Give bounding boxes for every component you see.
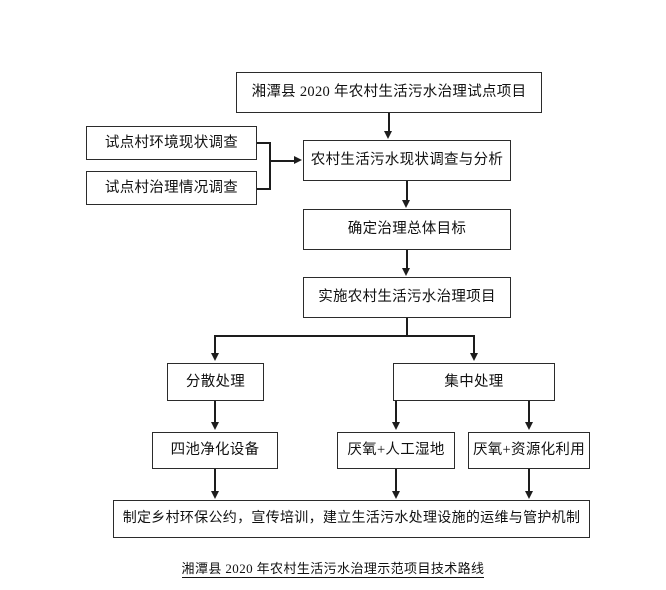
node-four-pond-purification-label: 四池净化设备 [170, 442, 260, 459]
edge-treatment-survey-out [257, 188, 271, 190]
node-anaerobic-wetland: 厌氧+人工湿地 [337, 432, 455, 469]
arrowhead-goal-to-implement [402, 268, 410, 276]
node-pilot-project: 湘潭县 2020 年农村生活污水治理试点项目 [236, 72, 542, 113]
node-village-treatment-survey-label: 试点村治理情况调查 [104, 179, 239, 196]
node-village-environment-survey: 试点村环境现状调查 [86, 126, 257, 160]
arrowhead-survey-to-goal [402, 200, 410, 208]
edge-wetland-to-outcome [395, 469, 397, 491]
node-maintenance-mechanism-label: 制定乡村环保公约，宣传培训，建立生活污水处理设施的运维与管护机制 [122, 511, 581, 527]
node-implement-project: 实施农村生活污水治理项目 [303, 277, 511, 318]
node-anaerobic-resource-utilization: 厌氧+资源化利用 [468, 432, 590, 469]
node-implement-project-label: 实施农村生活污水治理项目 [318, 289, 496, 306]
edge-split-bus [214, 335, 474, 337]
edge-split-right-drop [473, 335, 475, 354]
arrowhead-resource-to-outcome [525, 491, 533, 499]
edge-survey-to-goal [406, 181, 408, 200]
node-sewage-survey-analysis: 农村生活污水现状调查与分析 [303, 140, 511, 181]
edge-left-inputs-bus [269, 142, 271, 189]
arrowhead-pilot-to-survey [384, 131, 392, 139]
arrowhead-wetland-to-outcome [392, 491, 400, 499]
node-decentralized-treatment-label: 分散处理 [185, 373, 246, 390]
edge-env-survey-out [257, 142, 271, 144]
edge-centralized-to-wetland [395, 401, 397, 422]
edge-resource-to-outcome [528, 469, 530, 491]
node-sewage-survey-analysis-label: 农村生活污水现状调查与分析 [310, 152, 504, 169]
node-anaerobic-resource-utilization-label: 厌氧+资源化利用 [472, 442, 586, 459]
arrowhead-split-to-centralized [470, 353, 478, 361]
node-four-pond-purification: 四池净化设备 [152, 432, 278, 469]
node-centralized-treatment: 集中处理 [393, 363, 555, 401]
arrowhead-fourpond-to-outcome [211, 491, 219, 499]
node-pilot-project-label: 湘潭县 2020 年农村生活污水治理试点项目 [251, 84, 527, 101]
arrowhead-decentralized-to-fourpond [211, 422, 219, 430]
arrowhead-split-to-decentralized [211, 353, 219, 361]
node-maintenance-mechanism: 制定乡村环保公约，宣传培训，建立生活污水处理设施的运维与管护机制 [113, 500, 590, 538]
edge-bus-to-survey [269, 160, 296, 162]
edge-decentralized-to-fourpond [214, 401, 216, 422]
arrowhead-centralized-to-resource [525, 422, 533, 430]
edge-implement-to-split [406, 318, 408, 336]
node-centralized-treatment-label: 集中处理 [444, 373, 504, 390]
arrowhead-bus-to-survey [294, 156, 302, 164]
node-decentralized-treatment: 分散处理 [167, 363, 264, 401]
arrowhead-centralized-to-wetland [392, 422, 400, 430]
edge-goal-to-implement [406, 250, 408, 268]
node-overall-goal: 确定治理总体目标 [303, 209, 511, 250]
diagram-caption-text: 湘潭县 2020 年农村生活污水治理示范项目技术路线 [181, 561, 485, 578]
node-anaerobic-wetland-label: 厌氧+人工湿地 [347, 442, 445, 459]
node-village-environment-survey-label: 试点村环境现状调查 [104, 134, 239, 151]
diagram-caption: 湘潭县 2020 年农村生活污水治理示范项目技术路线 [0, 558, 666, 578]
node-overall-goal-label: 确定治理总体目标 [347, 221, 467, 238]
node-village-treatment-survey: 试点村治理情况调查 [86, 171, 257, 205]
edge-fourpond-to-outcome [214, 469, 216, 491]
edge-centralized-to-resource [528, 401, 530, 422]
edge-pilot-to-survey [388, 113, 390, 133]
edge-split-left-drop [214, 335, 216, 354]
